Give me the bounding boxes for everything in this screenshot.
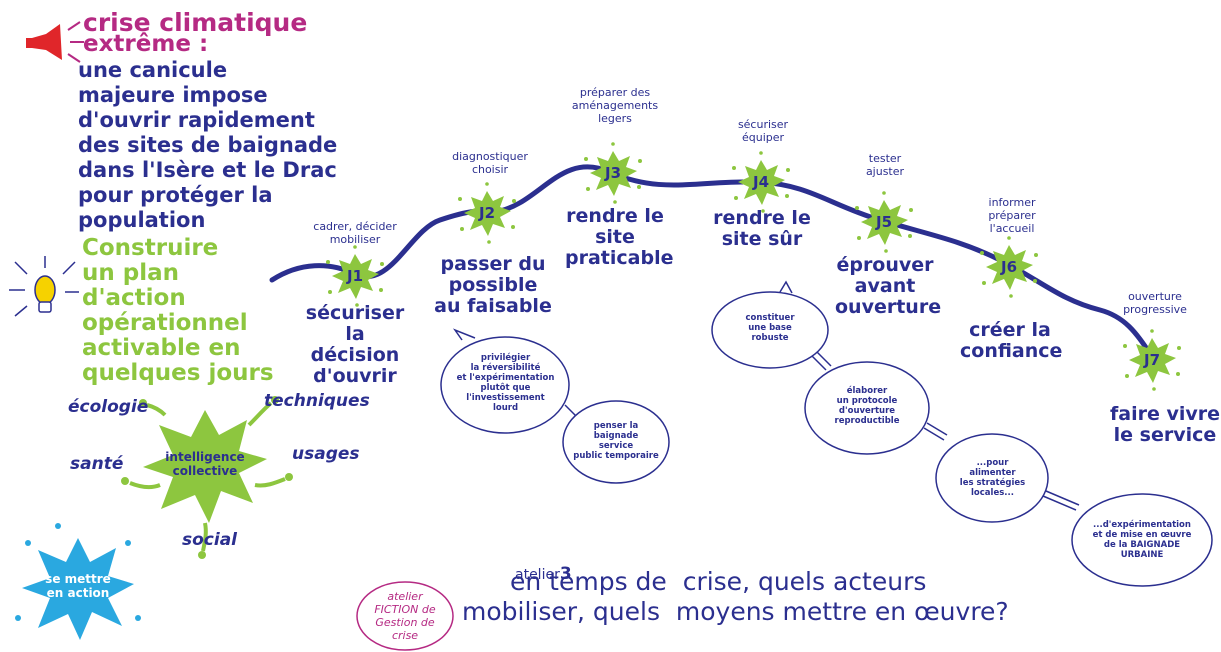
bubble-base: constituer une base robuste [745, 313, 795, 343]
word-sante: santé [70, 454, 124, 474]
step-top-j1: cadrer, décider mobiliser [313, 220, 397, 246]
workshop-question-1: en temps de crise, quels acteurs [510, 567, 927, 596]
action-splat [15, 523, 141, 640]
step-top-j6: informer préparer l'accueil [988, 196, 1036, 235]
bubble-reversibility: privilégier la réversibilité et l'expéri… [456, 353, 555, 413]
step-node-j4: J4 [752, 173, 770, 191]
bubble-protocol: élaborer un protocole d'ouverture reprod… [834, 386, 900, 426]
step-top-j5: tester ajuster [865, 152, 905, 178]
word-techniques: techniques [264, 391, 370, 411]
bubble-shape [562, 400, 670, 484]
workshop-question-2: mobiliser, quels moyens mettre en œuvre? [462, 597, 1009, 626]
collective-splat [121, 396, 293, 559]
step-bottom-j6: créer la confiance [960, 319, 1063, 362]
workshop-badge-shape [356, 581, 454, 651]
step-bottom-j4: rendre le site sûr [713, 207, 811, 250]
bubble-public-service: penser la baignade service public tempor… [573, 421, 659, 461]
step-node-j1: J1 [346, 267, 364, 285]
title-line-1: crise climatique [83, 8, 308, 37]
bubble-shape [1071, 493, 1213, 587]
action-text: se mettre en action [45, 572, 111, 600]
bubble-urban-bathing: ...d'expérimentation et de mise en œuvre… [1092, 520, 1192, 560]
collective-center: intelligence collective [165, 450, 245, 478]
step-bottom-j3: rendre le site praticable [565, 205, 674, 269]
goal-text: Construire un plan d'action opérationnel… [82, 235, 274, 386]
bubble-shape [804, 361, 930, 455]
step-bottom-j1: sécuriser la décision d'ouvrir [305, 302, 405, 387]
bubble-strategies: ...pour alimenter les stratégies locales… [959, 458, 1026, 498]
step-bottom-j2: passer du possible au faisable [434, 253, 552, 317]
megaphone-icon [26, 21, 84, 63]
workshop-atelier-label: atelier [515, 567, 560, 583]
step-bottom-j5: éprouver avant ouverture [835, 254, 942, 318]
step-bottom-j7: faire vivre le service [1110, 403, 1221, 446]
title-line-2: extrême : [83, 31, 209, 57]
bubble-shape [935, 433, 1049, 523]
step-node-j7: J7 [1143, 351, 1161, 369]
step-node-j3: J3 [604, 164, 622, 182]
word-usages: usages [292, 444, 360, 464]
lightbulb-icon [9, 256, 79, 317]
step-node-j2: J2 [478, 204, 496, 222]
step-top-j4: sécuriser équiper [737, 118, 789, 144]
workshop-number: 3 [559, 564, 572, 584]
step-top-j7: ouverture progressive [1123, 290, 1187, 316]
word-social: social [182, 530, 238, 550]
step-node-j6: J6 [1000, 258, 1018, 276]
workshop-atelier: atelier3 [515, 548, 572, 584]
workshop-badge: atelier FICTION de Gestion de crise [374, 590, 436, 642]
journey-path [269, 164, 1161, 368]
step-node-j5: J5 [875, 213, 893, 231]
word-ecologie: écologie [68, 397, 149, 417]
intro-text: une canicule majeure impose d'ouvrir rap… [78, 58, 338, 232]
step-top-j2: diagnostiquer choisir [452, 150, 528, 176]
bubble-shape [711, 291, 829, 369]
step-top-j3: préparer des aménagements legers [571, 86, 659, 125]
bubble-shape [440, 336, 570, 434]
